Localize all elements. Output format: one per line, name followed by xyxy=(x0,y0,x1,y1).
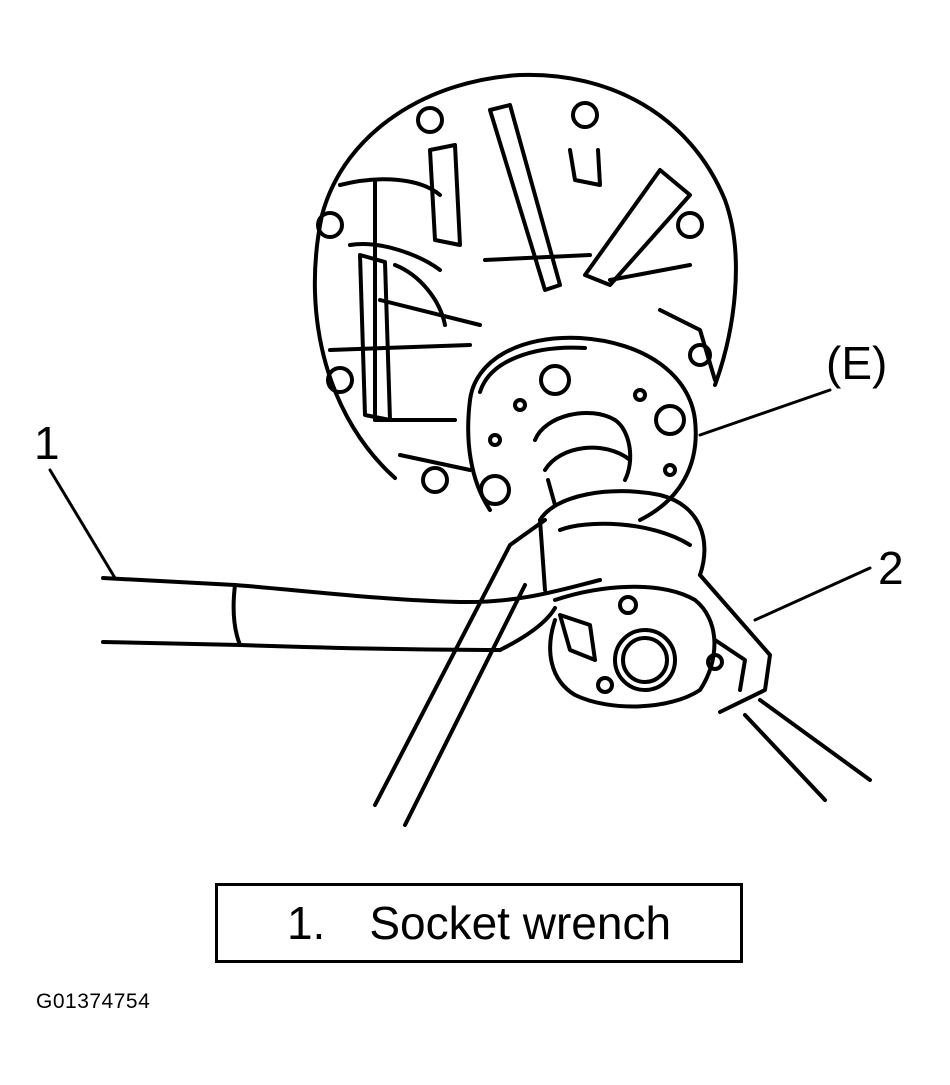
legend-box: 1. Socket wrench xyxy=(215,883,743,963)
socket xyxy=(538,489,707,592)
differential-housing xyxy=(312,72,738,494)
callout-1: 1 xyxy=(34,417,60,469)
legend-number: 1. xyxy=(286,897,326,949)
companion-flange xyxy=(466,335,698,522)
leader-lines xyxy=(48,388,872,622)
callout-2: 2 xyxy=(878,542,904,594)
holding-tool xyxy=(373,518,872,827)
leader-line-2 xyxy=(753,566,872,622)
socket-wrench xyxy=(101,576,724,709)
legend-text: Socket wrench xyxy=(369,897,672,949)
callout-e: (E) xyxy=(826,337,888,389)
leader-line-1 xyxy=(48,468,117,580)
figure-id: G01374754 xyxy=(36,990,151,1013)
differential-wrench-illustration xyxy=(48,72,872,827)
leader-line-e xyxy=(698,388,832,437)
